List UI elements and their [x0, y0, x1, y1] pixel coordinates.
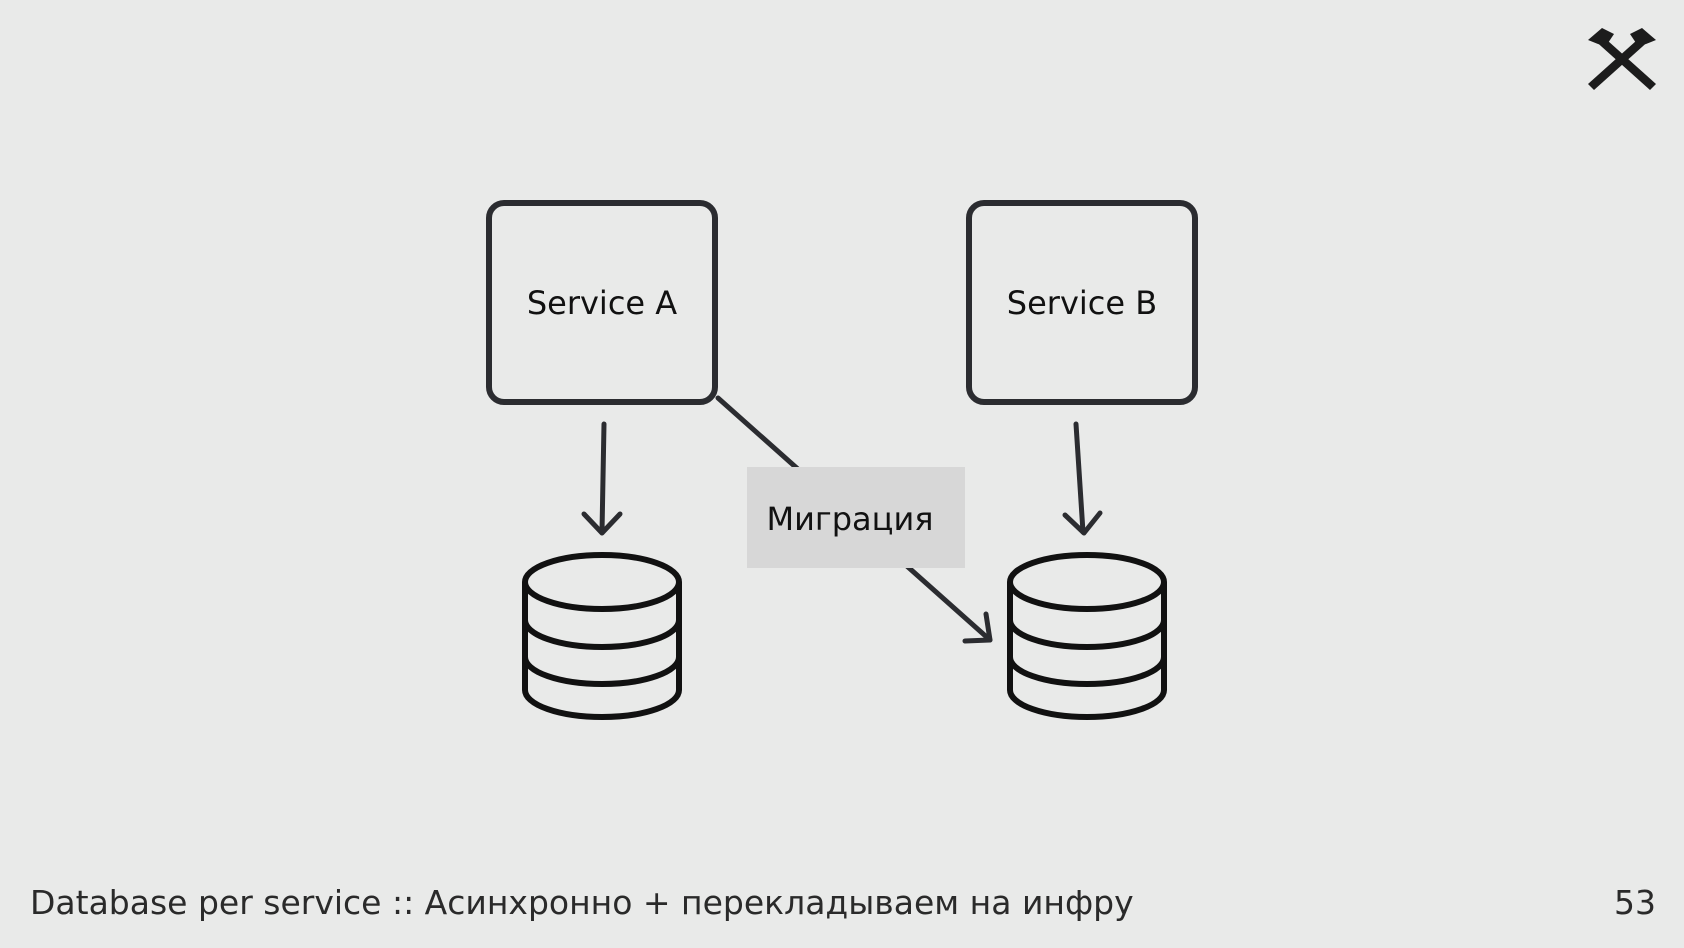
- page-number: 53: [1614, 883, 1656, 922]
- slide-title: Database per service :: Асинхронно + пер…: [30, 883, 1134, 922]
- arrow-service-a-to-db-a: [581, 421, 623, 536]
- service-a-label: Service A: [527, 284, 677, 322]
- database-a-icon: [522, 552, 682, 720]
- service-b-node: Service B: [966, 200, 1198, 405]
- crossed-hammers-logo-icon: [1588, 28, 1656, 90]
- migration-label-box: Миграция: [747, 467, 965, 568]
- arrow-service-b-to-db-b: [1062, 421, 1103, 536]
- database-b-icon: [1007, 552, 1167, 720]
- service-a-node: Service A: [486, 200, 718, 405]
- service-b-label: Service B: [1007, 284, 1157, 322]
- migration-label: Миграция: [767, 500, 934, 538]
